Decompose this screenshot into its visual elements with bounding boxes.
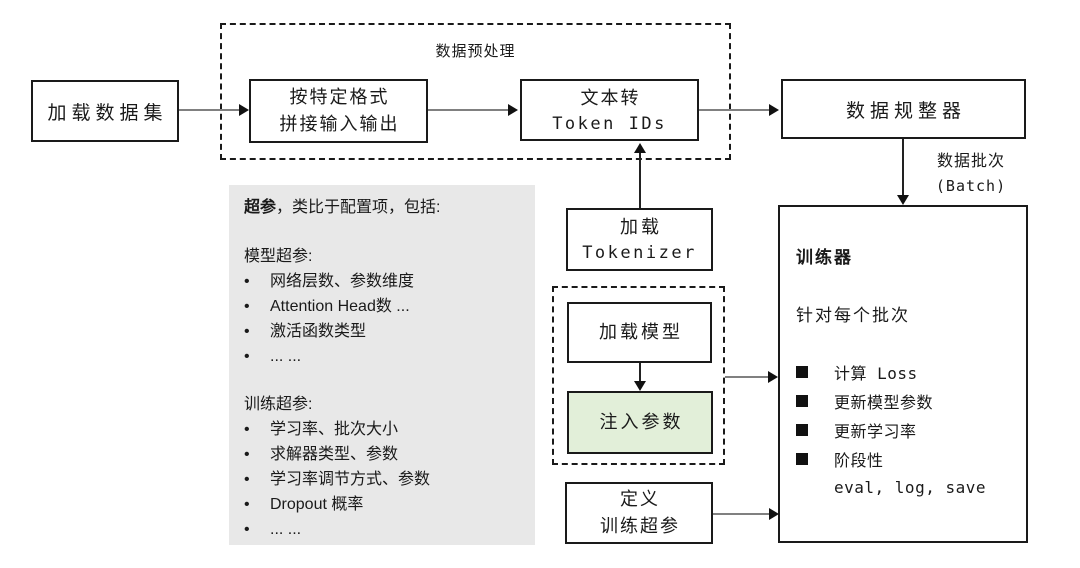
train-hparam-item: ... ... <box>244 517 527 542</box>
model-hparams-header: 模型超参: <box>244 248 313 265</box>
trainer-bullet-item: 更新模型参数 <box>796 386 933 415</box>
trainer-subtitle: 针对每个批次 <box>796 306 910 325</box>
model-hparam-text: Attention Head数 ... <box>270 298 410 315</box>
trainer-bullet-text: 更新学习率 <box>834 421 917 441</box>
model-hparam-item: 激活函数类型 <box>244 319 527 344</box>
trainer-bullet-text: 阶段性 <box>834 450 884 470</box>
arrowhead-icon <box>508 104 518 116</box>
trainer-bullet-list: 计算 Loss 更新模型参数 更新学习率 阶段性 <box>796 357 933 473</box>
model-hparam-item: 网络层数、参数维度 <box>244 269 527 294</box>
square-bullet-icon <box>796 452 808 465</box>
model-hparam-text: 网络层数、参数维度 <box>270 273 415 290</box>
load-dataset-label: 加载数据集 <box>47 102 168 124</box>
format-concat-line1: 按特定格式 <box>289 87 390 107</box>
arrowhead-icon <box>769 508 779 520</box>
data-collator-box: 数据规整器 <box>781 79 1026 139</box>
trainer-bullet-text: 计算 Loss <box>834 363 918 383</box>
format-concat-box: 按特定格式 拼接输入输出 <box>249 79 428 143</box>
train-hparam-item: 求解器类型、参数 <box>244 442 527 467</box>
model-group-frame <box>552 286 725 465</box>
model-hparam-item: ... ... <box>244 344 527 369</box>
trainer-box: 训练器 针对每个批次 计算 Loss 更新模型参数 更新学习率 阶段性 eval… <box>778 205 1028 543</box>
square-bullet-icon <box>796 423 808 436</box>
train-hparam-text: 学习率调节方式、参数 <box>270 471 431 488</box>
train-hparam-text: ... ... <box>270 521 302 538</box>
trainer-footer-text: eval, log, save <box>834 478 986 497</box>
train-hparam-text: 求解器类型、参数 <box>270 446 399 463</box>
text-to-token-ids-box: 文本转 Token IDs <box>520 79 699 141</box>
load-tokenizer-box: 加载 Tokenizer <box>566 208 713 271</box>
trainer-bullet-item: 阶段性 <box>796 444 933 473</box>
arrow-model-to-trainer <box>725 376 768 378</box>
preprocess-group-label: 数据预处理 <box>435 43 516 60</box>
arrowhead-icon <box>769 104 779 116</box>
model-hparam-item: Attention Head数 ... <box>244 294 527 319</box>
arrowhead-icon <box>897 195 909 205</box>
load-dataset-box: 加载数据集 <box>31 80 179 142</box>
train-hparam-text: 学习率、批次大小 <box>270 421 399 438</box>
format-concat-line2: 拼接输入输出 <box>279 114 400 134</box>
text-to-token-ids-line1: 文本转 <box>580 87 641 108</box>
inject-params-label: 注入参数 <box>599 412 684 432</box>
batch-label-line1: 数据批次 <box>936 153 1005 170</box>
arrow-tokenizer-to-tokenids <box>639 153 641 208</box>
trainer-title: 训练器 <box>796 248 853 267</box>
arrow-dataset-to-format <box>179 109 239 111</box>
arrowhead-icon <box>634 381 646 391</box>
train-hparam-text: Dropout 概率 <box>270 496 364 513</box>
arrow-tokenids-to-collator <box>699 109 769 111</box>
batch-label-line2: (Batch) <box>935 177 1007 195</box>
inject-params-box: 注入参数 <box>567 391 713 454</box>
train-hparam-item: 学习率、批次大小 <box>244 417 527 442</box>
train-hparams-header: 训练超参: <box>244 396 313 413</box>
model-hparam-text: ... ... <box>270 348 302 365</box>
square-bullet-icon <box>796 365 808 378</box>
define-train-hparams-line1: 定义 <box>620 489 660 509</box>
load-tokenizer-line1: 加载 <box>620 217 662 237</box>
model-hparam-text: 激活函数类型 <box>270 323 367 340</box>
hyperparam-note-header-bold: 超参 <box>244 199 277 216</box>
arrow-collator-to-trainer <box>902 139 904 195</box>
load-model-label: 加载模型 <box>599 322 683 342</box>
arrow-format-to-tokenids <box>428 109 508 111</box>
arrowhead-icon <box>768 371 778 383</box>
arrowhead-icon <box>239 104 249 116</box>
trainer-bullet-item: 计算 Loss <box>796 357 933 386</box>
arrow-hparams-to-trainer <box>713 513 769 515</box>
arrowhead-icon <box>634 143 646 153</box>
square-bullet-icon <box>796 394 808 407</box>
train-hparam-item: Dropout 概率 <box>244 492 527 517</box>
trainer-bullet-item: 更新学习率 <box>796 415 933 444</box>
load-tokenizer-line2: Tokenizer <box>582 243 697 263</box>
batch-arrow-label: 数据批次 (Batch) <box>915 150 1027 198</box>
hyperparam-note: 超参，类比于配置项，包括: 模型超参: 网络层数、参数维度 Attention … <box>229 185 535 545</box>
load-model-box: 加载模型 <box>567 302 712 363</box>
define-train-hparams-line2: 训练超参 <box>600 516 680 536</box>
data-collator-label: 数据规整器 <box>845 100 966 122</box>
train-hparam-item: 学习率调节方式、参数 <box>244 467 527 492</box>
define-train-hparams-box: 定义 训练超参 <box>565 482 713 544</box>
preprocess-group-frame <box>220 23 731 160</box>
text-to-token-ids-line2: Token IDs <box>552 113 667 134</box>
hyperparam-note-header-rest: ，类比于配置项，包括: <box>276 199 441 216</box>
trainer-bullet-text: 更新模型参数 <box>834 392 934 412</box>
hyperparam-note-header: 超参，类比于配置项，包括: <box>244 195 527 220</box>
arrow-loadmodel-to-inject <box>639 363 641 381</box>
